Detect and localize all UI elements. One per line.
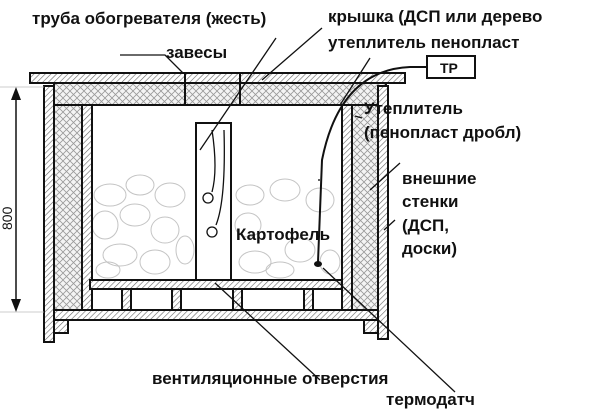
label-lid: крышка (ДСП или дерево bbox=[328, 7, 542, 26]
right-insulation bbox=[351, 104, 379, 311]
thermostat-wire bbox=[317, 66, 427, 263]
label-heater-pipe: труба обогревателя (жесть) bbox=[32, 9, 266, 28]
label-wall-insulation-2: (пенопласт дробл) bbox=[364, 123, 521, 142]
floor bbox=[53, 309, 379, 321]
label-hinges: завесы bbox=[166, 43, 227, 62]
lid bbox=[29, 72, 406, 84]
dimension-label: 800 bbox=[0, 206, 15, 230]
label-potatoes: Картофель bbox=[236, 225, 330, 244]
label-top-insulation: утеплитель пенопласт bbox=[328, 33, 519, 52]
left-outer-wall bbox=[43, 85, 55, 343]
label-vents: вентиляционные отверстия bbox=[152, 369, 388, 388]
label-thermosensor: термодатч bbox=[386, 390, 475, 409]
heater-lamps bbox=[202, 129, 225, 238]
label-outer-walls-1: внешние bbox=[402, 169, 477, 188]
thermostat-box bbox=[426, 55, 476, 79]
left-insulation bbox=[53, 104, 83, 311]
top-insulation bbox=[53, 82, 387, 106]
right-inner-wall bbox=[341, 104, 353, 311]
thermostat-label: ТР bbox=[440, 60, 458, 76]
label-outer-walls-2: стенки bbox=[402, 192, 458, 211]
label-outer-walls-3: (ДСП, bbox=[402, 216, 449, 235]
label-wall-insulation-1: Утеплитель bbox=[364, 99, 463, 118]
dimension-arrow bbox=[0, 86, 44, 313]
thermosensor-icon bbox=[314, 261, 322, 267]
potatoes bbox=[91, 174, 341, 279]
leader-lines bbox=[120, 27, 456, 393]
label-outer-walls-4: доски) bbox=[402, 239, 457, 258]
right-outer-wall bbox=[377, 85, 389, 340]
